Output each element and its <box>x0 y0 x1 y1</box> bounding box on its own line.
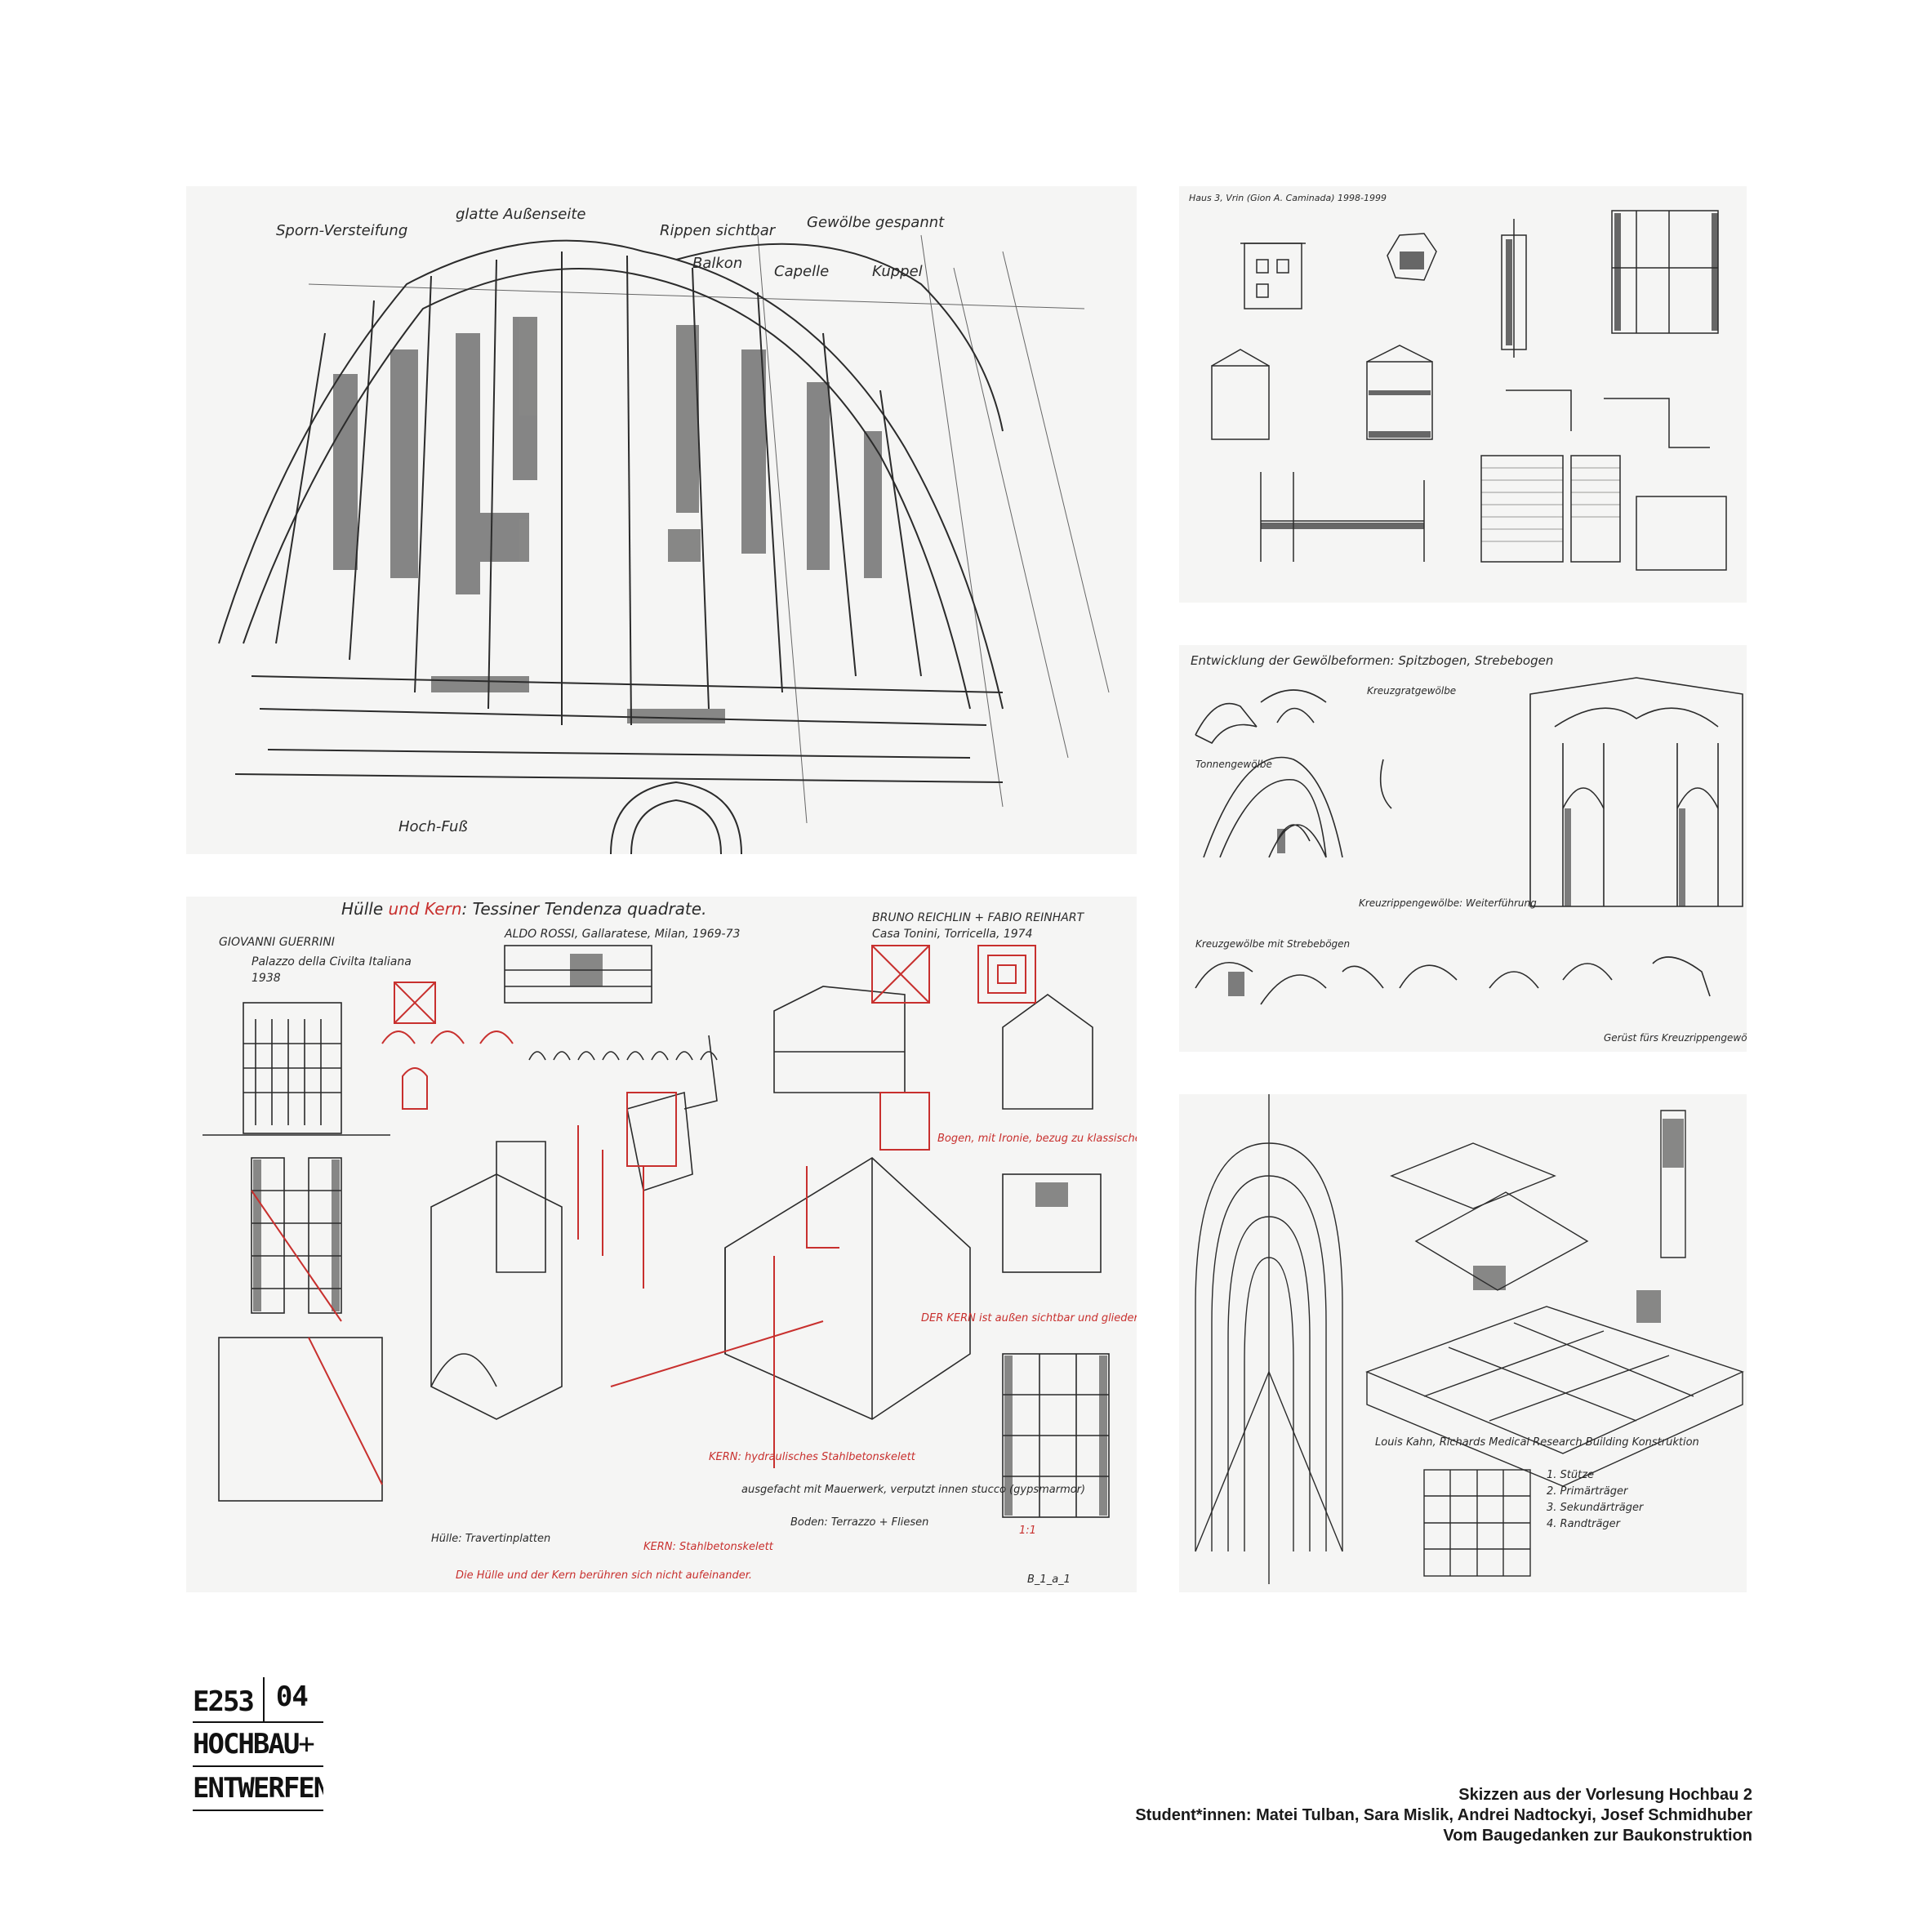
logo-entwerfen: ENTWERFEN <box>193 1767 323 1811</box>
red-note-0: Bogen, mit Ironie, bezug zu klassischen … <box>937 1133 1137 1145</box>
logo-line-hochbau: HOCHBAU+ <box>193 1723 323 1767</box>
vault-title: Entwicklung der Gewölbeformen: Spitzboge… <box>1191 653 1553 668</box>
dome-note-2: Rippen sichtbar <box>660 222 777 239</box>
ref3-title: Casa Tonini, Torricella, 1974 <box>872 928 1032 941</box>
kern-title-rest: : Tessiner Tendenza quadrate. <box>462 899 707 919</box>
logo-number: 04 <box>275 1680 309 1713</box>
ref1-year: 1938 <box>252 972 281 985</box>
dome-note-6: Kuppel <box>872 263 923 280</box>
logo-hochbau: HOCHBAU <box>193 1728 300 1761</box>
caption-line-3: Vom Baugedanken zur Baukonstruktion <box>1443 1827 1752 1845</box>
kern-sheet-id: B_1_a_1 <box>1027 1574 1071 1586</box>
black-note-1: ausgefacht mit Mauerwerk, verputzt innen… <box>741 1484 1085 1496</box>
kahn-legend-3: 4. Randträger <box>1547 1518 1622 1530</box>
ref1-title: Palazzo della Civilta Italiana <box>252 955 412 968</box>
black-note-0: Hülle: Travertinplatten <box>431 1533 550 1545</box>
black-note-2: Boden: Terrazzo + Fliesen <box>790 1516 928 1529</box>
sketch-house-details: Haus 3, Vrin (Gion A. Caminada) 1998-199… <box>1179 186 1747 603</box>
red-note-1: DER KERN ist außen sichtbar und gliedert… <box>921 1312 1137 1324</box>
red-note-3: KERN: Stahlbetonskelett <box>643 1541 774 1553</box>
kern-title-und: und <box>383 899 425 919</box>
caption-line-1: Skizzen aus der Vorlesung Hochbau 2 <box>1458 1786 1752 1804</box>
kahn-legend-2: 3. Sekundärträger <box>1547 1502 1645 1514</box>
logo-plus: + <box>298 1728 315 1761</box>
vault-drawing: Entwicklung der Gewölbeformen: Spitzboge… <box>1191 653 1747 1044</box>
huelle-kern-drawing: Hülle und Kern: Tessiner Tendenza quadra… <box>203 899 1137 1586</box>
house-drawing: Haus 3, Vrin (Gion A. Caminada) 1998-199… <box>1189 193 1727 571</box>
caption-block: Skizzen aus der Vorlesung Hochbau 2 Stud… <box>1135 1785 1752 1846</box>
dome-note-1: glatte Außenseite <box>456 206 586 223</box>
logo-top-row: E253 04 <box>193 1677 323 1723</box>
svg-text:Hülle und Kern: Tessiner Tende: Hülle und Kern: Tessiner Tendenza quadra… <box>341 899 706 919</box>
dome-note-0: Sporn-Versteifung <box>276 222 407 239</box>
sketch-dome-perspective: Sporn-Versteifung glatte Außenseite Ripp… <box>186 186 1137 854</box>
sketch-vault-forms: Entwicklung der Gewölbeformen: Spitzboge… <box>1179 645 1747 1052</box>
house-header: Haus 3, Vrin (Gion A. Caminada) 1998-199… <box>1189 193 1387 203</box>
dome-note-4: Balkon <box>692 255 742 272</box>
ref1-author: GIOVANNI GUERRINI <box>219 936 335 949</box>
red-note-4: Die Hülle und der Kern berühren sich nic… <box>456 1569 752 1582</box>
kahn-drawing: Louis Kahn, Richards Medical Research Bu… <box>1195 1094 1744 1584</box>
kern-title-huelle: Hülle <box>341 899 383 919</box>
vault-note-0: Tonnengewölbe <box>1195 759 1272 770</box>
dome-note-7: Hoch-Fuß <box>398 818 468 835</box>
sketch-kahn-structure: Louis Kahn, Richards Medical Research Bu… <box>1179 1094 1747 1592</box>
sketch-huelle-kern: Hülle und Kern: Tessiner Tendenza quadra… <box>186 897 1137 1592</box>
kern-title-kern: Kern <box>425 899 462 919</box>
red-note-2: KERN: hydraulisches Stahlbetonskelett <box>709 1451 916 1463</box>
kahn-note-0: Louis Kahn, Richards Medical Research Bu… <box>1375 1436 1699 1449</box>
kahn-legend-0: 1. Stütze <box>1547 1469 1594 1481</box>
caption-line-2: Student*innen: Matei Tulban, Sara Mislik… <box>1135 1806 1752 1824</box>
dome-note-3: Gewölbe gespannt <box>807 214 945 231</box>
kern-scale-label: 1:1 <box>1019 1525 1036 1537</box>
vault-note-1: Kreuzgratgewölbe <box>1367 685 1456 697</box>
dome-drawing: Sporn-Versteifung glatte Außenseite Ripp… <box>218 206 1110 854</box>
kahn-legend-1: 2. Primärträger <box>1547 1485 1629 1498</box>
vault-note-2: Kreuzrippengewölbe: Weiterführung <box>1359 897 1537 909</box>
logo-code: E253 <box>193 1677 265 1721</box>
ref2: ALDO ROSSI, Gallaratese, Milan, 1969-73 <box>504 928 740 941</box>
vault-note-3: Kreuzgewölbe mit Strebebögen <box>1195 938 1350 950</box>
vault-note-4: Gerüst fürs Kreuzrippengewölbe <box>1604 1032 1747 1044</box>
dome-note-5: Capelle <box>774 263 829 280</box>
ref3-author: BRUNO REICHLIN + FABIO REINHART <box>872 911 1085 924</box>
institute-logo: E253 04 HOCHBAU+ ENTWERFEN <box>193 1677 323 1811</box>
